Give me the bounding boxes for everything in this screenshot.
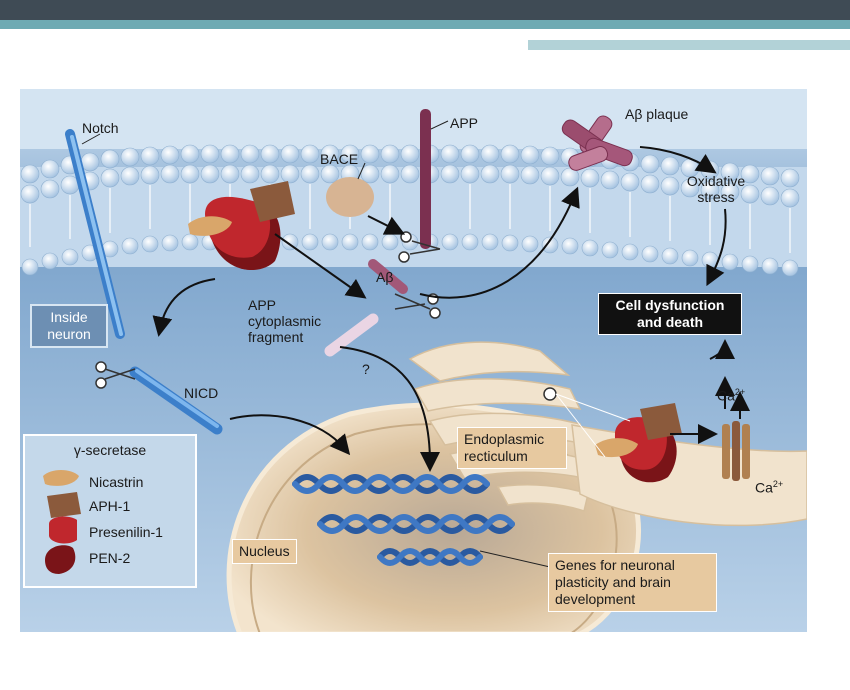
label-abeta: Aβ [376,269,394,285]
pen2-icon [45,545,76,574]
label-er: Endoplasmic recticulum [457,427,567,469]
label-nicd: NICD [184,385,219,401]
label-cell-dysfunction: Cell dysfunction and death [598,293,742,335]
calcium-channel [722,421,750,481]
legend-swatches [43,470,81,574]
extracellular-space [20,89,807,149]
label-bace: BACE [320,151,359,167]
nicastrin-icon [43,470,79,486]
slide-accent-stripe-light [528,40,850,50]
legend-item-nicastrin: Nicastrin [89,474,144,490]
label-app: APP [450,115,479,131]
legend-item-presenilin: Presenilin-1 [89,524,163,540]
notch-receptor [65,129,223,435]
label-inside-neuron: Inside neuron [30,304,108,348]
aph1-icon [47,492,81,518]
label-notch: Notch [82,120,119,136]
presenilin-icon [49,516,77,544]
er-gamma-secretase-complex [595,403,682,483]
pathway-arrows [152,146,750,472]
label-ca-bottom: Ca2+ [755,479,784,496]
label-oxidative-stress: Oxidative stress [686,173,746,205]
cell-membrane [20,144,807,277]
legend-title: γ-secretase [73,442,147,458]
bace-enzyme [326,177,374,217]
legend-item-pen2: PEN-2 [89,550,131,566]
label-question: ? [362,361,370,377]
abeta-plaque [561,115,633,171]
dna-helix [292,474,515,566]
gamma-secretase-diagram: Notch BACE APP Aβ plaque Oxidative stres… [20,89,807,632]
label-ca-top: Ca2+ [717,387,746,404]
label-genes: Genes for neuronal plasticity and brain … [548,553,717,612]
legend: γ-secretase Nicastrin APH-1 Presenilin-1… [23,434,197,588]
label-app-fragment: APP cytoplasmic fragment [248,297,322,345]
label-abeta-plaque: Aβ plaque [625,106,689,122]
legend-item-aph1: APH-1 [89,498,131,514]
slide-accent-stripe [0,20,850,29]
app-protein [324,109,449,357]
scissors-icons [95,231,557,401]
slide-top-bar [0,0,850,20]
gamma-secretase-complex [188,181,295,271]
label-nucleus: Nucleus [232,539,297,564]
